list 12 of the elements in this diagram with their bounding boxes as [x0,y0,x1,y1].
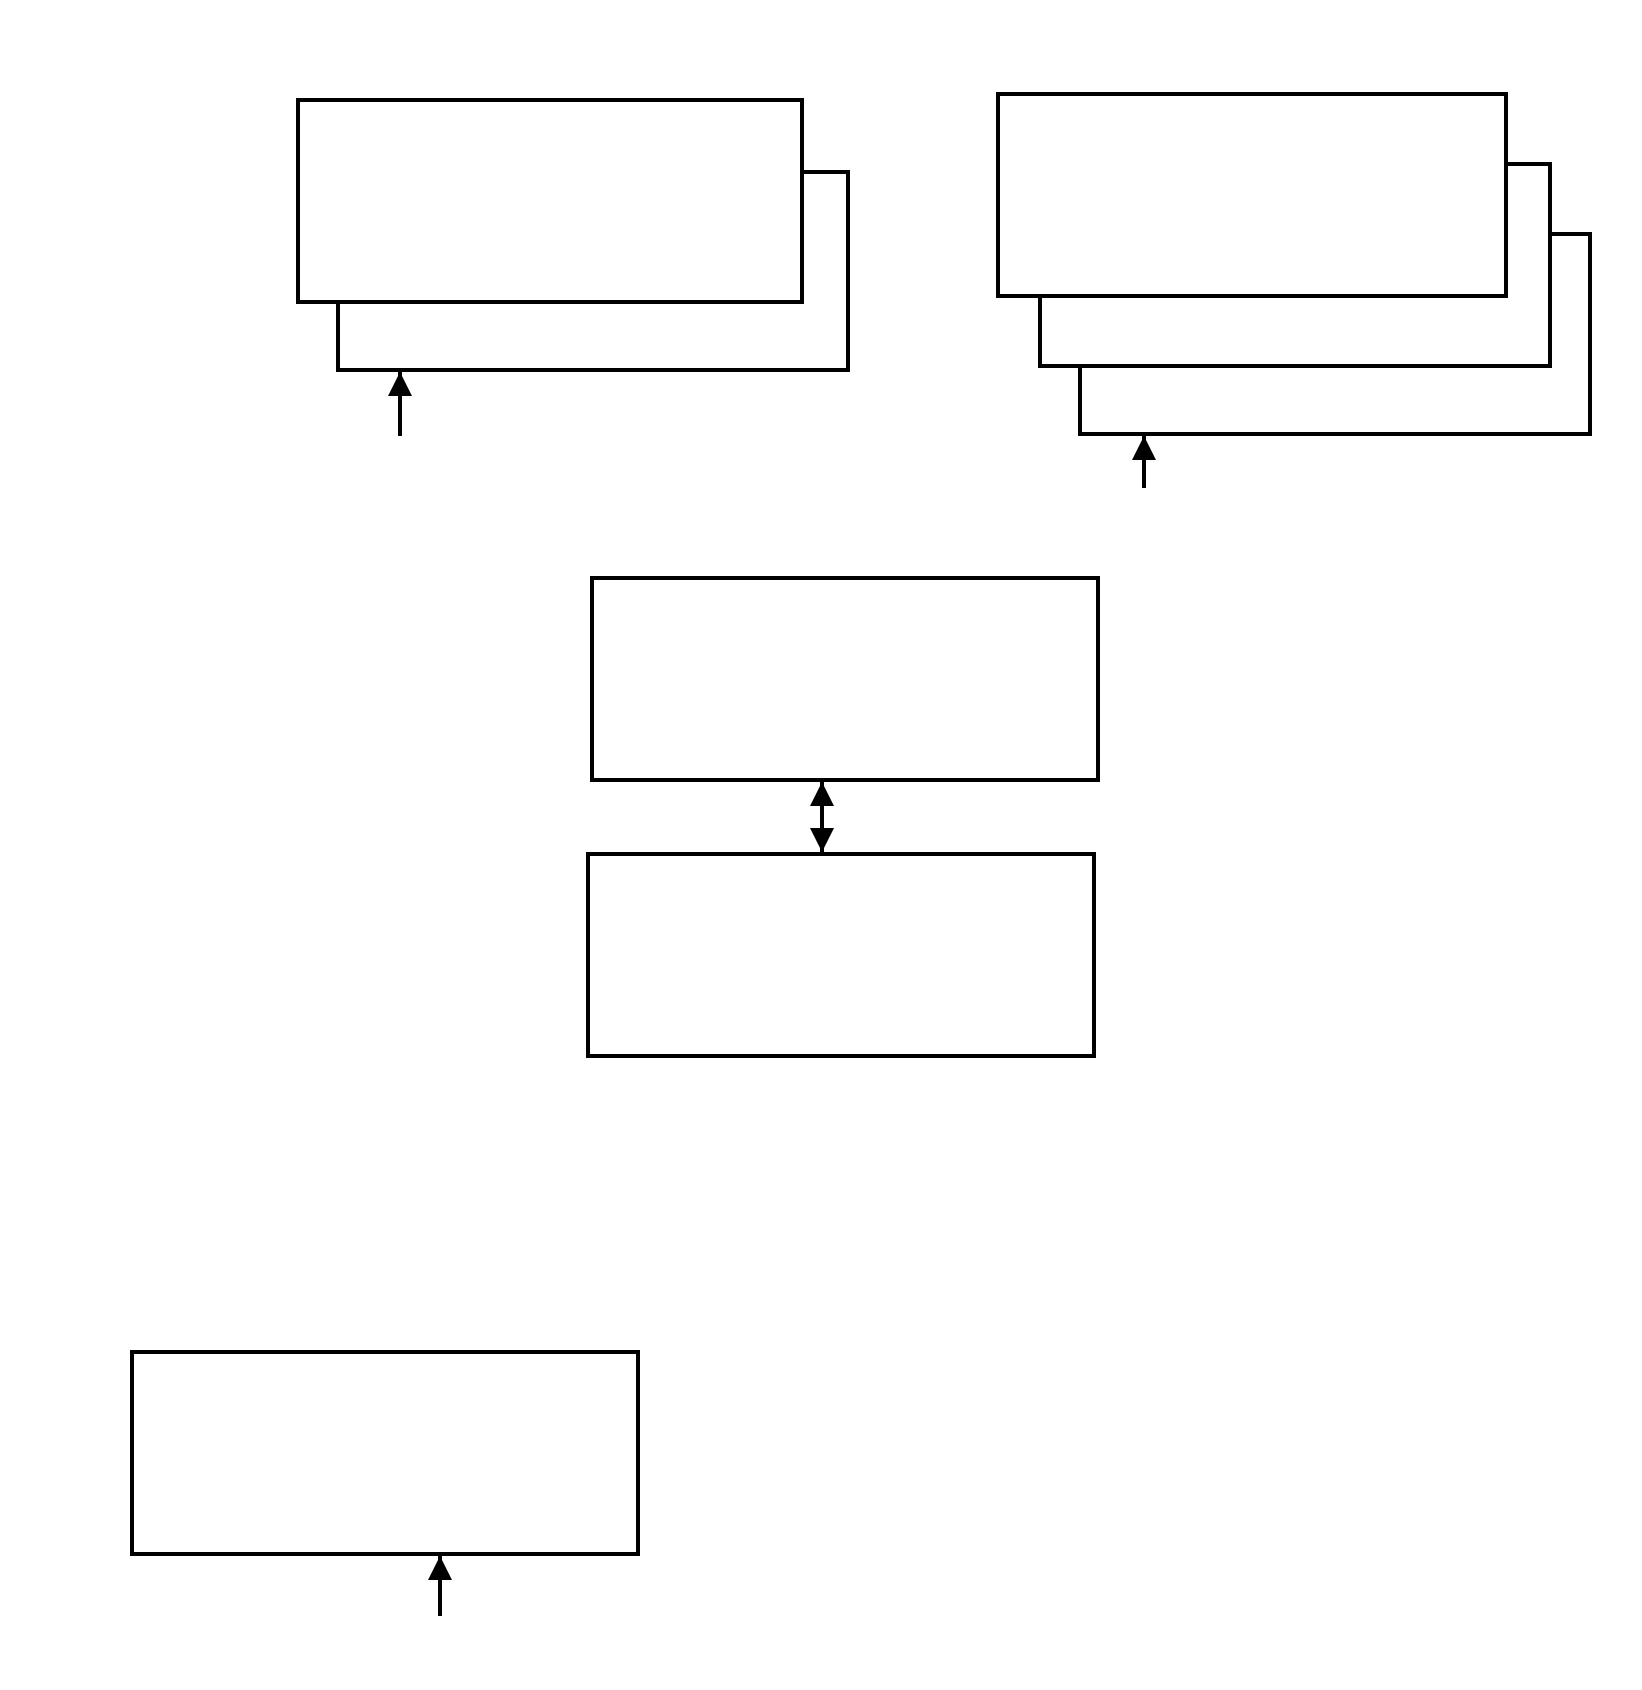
front-box [296,98,804,304]
arrow [388,372,412,436]
process-box [590,576,1100,782]
stacked-box [1078,232,1592,436]
arrow [428,1556,452,1616]
process-box [586,852,1096,1058]
stacked-box [1038,162,1552,368]
front-box [996,92,1508,298]
stacked-box [336,170,850,372]
double-arrow [810,782,834,852]
arrow [1132,436,1156,488]
process-box [130,1350,640,1556]
